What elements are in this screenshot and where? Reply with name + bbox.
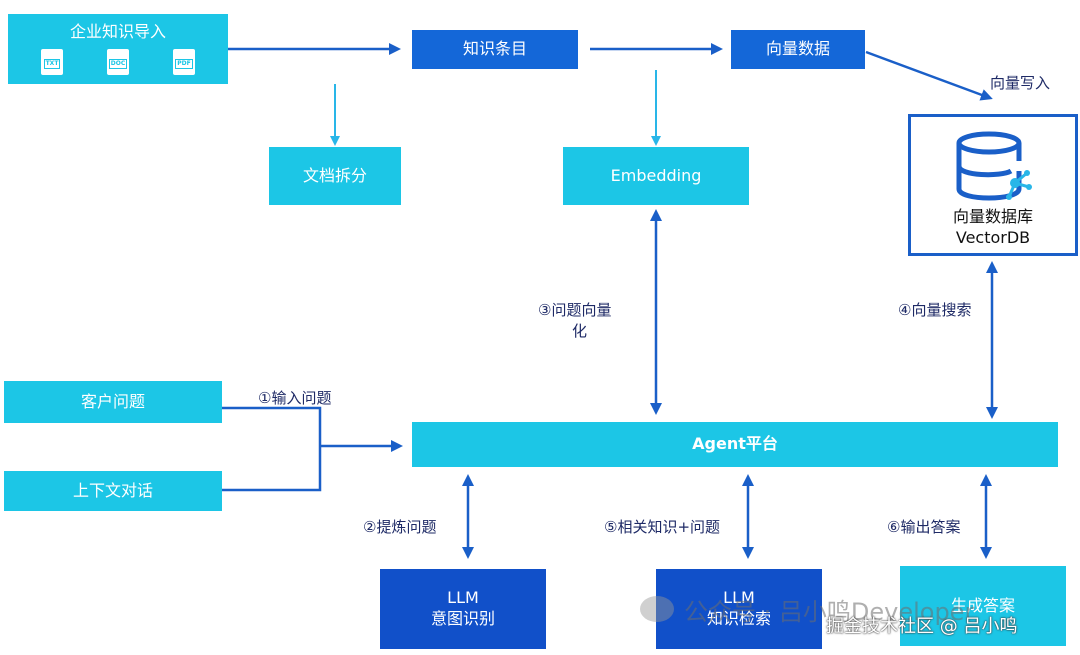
node-knowledge-items: 知识条目 (412, 30, 578, 69)
node-llm-retrieval: LLM 知识检索 (656, 569, 822, 649)
node-llm-intent: LLM 意图识别 (380, 569, 546, 649)
import-title: 企业知识导入 (69, 22, 166, 41)
arrow-vectordata-to-db (865, 50, 993, 101)
import-icons: TXT DOC PDF (41, 48, 195, 75)
label-step6: ⑥输出答案 (887, 518, 961, 536)
node-doc-split: 文档拆分 (269, 147, 401, 205)
txt-file-icon: TXT (41, 48, 63, 75)
label-vector-write: 向量写入 (990, 74, 1051, 92)
vectordb-title: 向量数据库 (952, 207, 1033, 226)
label-step1: ①输入问题 (258, 389, 332, 407)
pdf-file-icon: PDF (173, 48, 195, 75)
node-context-dialog: 上下文对话 (4, 471, 222, 511)
node-generate-answer: 生成答案 (900, 566, 1066, 646)
arrow-inputs-to-agent (222, 406, 322, 492)
label-step5: ⑤相关知识+问题 (604, 518, 721, 536)
vectordb-subtitle: VectorDB (955, 227, 1031, 247)
node-vector-data: 向量数据 (731, 30, 865, 69)
label-step4: ④向量搜索 (898, 301, 972, 319)
node-embedding: Embedding (563, 147, 749, 205)
label-step2: ②提炼问题 (363, 518, 437, 536)
doc-file-icon: DOC (107, 48, 129, 75)
label-step3-line2: 化 (572, 322, 588, 340)
label-step3-line1: ③问题向量 (538, 301, 612, 319)
database-icon (956, 131, 1032, 201)
node-vectordb: 向量数据库 VectorDB (908, 114, 1078, 256)
node-agent-platform: Agent平台 (412, 422, 1058, 467)
node-customer-question: 客户问题 (4, 381, 222, 423)
node-enterprise-import: 企业知识导入 TXT DOC PDF (8, 14, 228, 84)
